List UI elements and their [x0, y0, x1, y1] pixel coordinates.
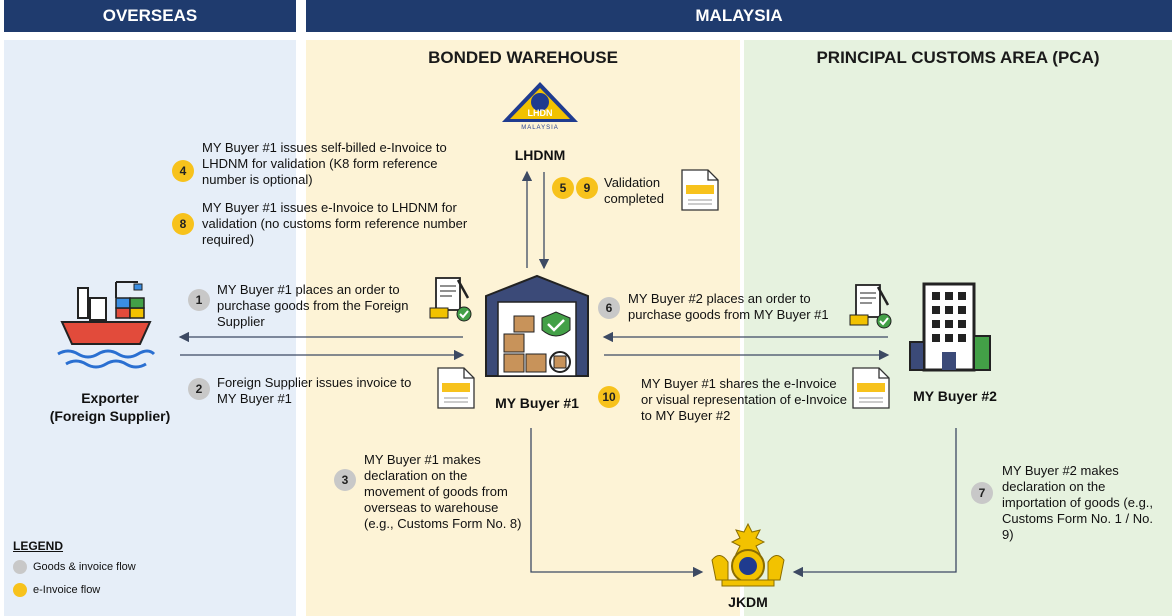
arrow-buyer2-to-jkdm — [792, 428, 957, 578]
step-4-badge: 4 — [172, 160, 194, 182]
lhdn-logo: LHDN MALAYSIA — [502, 82, 578, 131]
order-form-icon-2 — [849, 284, 892, 329]
step-6-text: MY Buyer #2 places an order to purchase … — [628, 291, 829, 322]
legend-goods-swatch — [13, 560, 27, 574]
step-6-badge: 6 — [598, 297, 620, 319]
step-2-badge: 2 — [188, 378, 210, 400]
office-building-icon — [909, 282, 991, 372]
buyer2-label: MY Buyer #2 — [913, 388, 997, 404]
exporter-label-line2: (Foreign Supplier) — [49, 408, 171, 424]
step-10-text: MY Buyer #1 shares the e-Invoice or visu… — [641, 376, 847, 423]
arrow-buyer1-to-jkdm — [530, 428, 704, 578]
exporter-label: Exporter (Foreign Supplier) — [30, 389, 190, 425]
step-7-badge: 7 — [971, 482, 993, 504]
commercial-invoice-icon — [437, 367, 475, 409]
step-9-text: Validation completed — [604, 175, 664, 206]
buyer1-label: MY Buyer #1 — [495, 395, 579, 411]
jkdm-emblem — [711, 522, 785, 587]
step-8-text: MY Buyer #1 issues e-Invoice to LHDNM fo… — [202, 200, 468, 247]
legend-einvoice-swatch — [13, 583, 27, 597]
malaysia-header: MALAYSIA — [306, 0, 1172, 32]
warehouse-icon — [485, 274, 589, 377]
legend-einvoice-label: e-Invoice flow — [33, 584, 101, 596]
svg-text:LHDN: LHDN — [528, 108, 553, 118]
ship-icon — [57, 281, 156, 369]
bonded-warehouse-title: BONDED WAREHOUSE — [428, 48, 618, 67]
step-10-badge: 10 — [598, 386, 620, 408]
lhdnm-label: LHDNM — [514, 147, 566, 163]
einvoice-document-icon — [681, 169, 719, 211]
step-4-text: MY Buyer #1 issues self-billed e-Invoice… — [202, 140, 447, 187]
malaysia-header-label: MALAYSIA — [695, 6, 783, 25]
pca-title: PRINCIPAL CUSTOMS AREA (PCA) — [816, 48, 1100, 67]
einvoice-document-icon-2 — [852, 367, 890, 409]
step-1-text: MY Buyer #1 places an order to purchase … — [217, 282, 409, 329]
step-7-text: MY Buyer #2 makes declaration on the imp… — [1002, 463, 1154, 542]
legend-title: LEGEND — [13, 539, 64, 553]
step-9-badge: 9 — [576, 177, 598, 199]
overseas-zone — [4, 40, 296, 616]
overseas-header-label: OVERSEAS — [102, 6, 198, 25]
jkdm-label: JKDM — [728, 594, 768, 610]
step-2-text: Foreign Supplier issues invoice to MY Bu… — [217, 375, 412, 406]
step-3-badge: 3 — [334, 469, 356, 491]
step-8-badge: 8 — [172, 213, 194, 235]
legend-goods-label: Goods & invoice flow — [33, 561, 136, 573]
step-1-badge: 1 — [188, 289, 210, 311]
step-3-text: MY Buyer #1 makes declaration on the mov… — [364, 452, 522, 531]
step-5-badge: 5 — [552, 177, 574, 199]
overseas-header: OVERSEAS — [4, 0, 296, 32]
order-form-icon — [429, 277, 472, 322]
exporter-label-line1: Exporter — [81, 390, 139, 406]
svg-text:MALAYSIA: MALAYSIA — [521, 125, 559, 131]
